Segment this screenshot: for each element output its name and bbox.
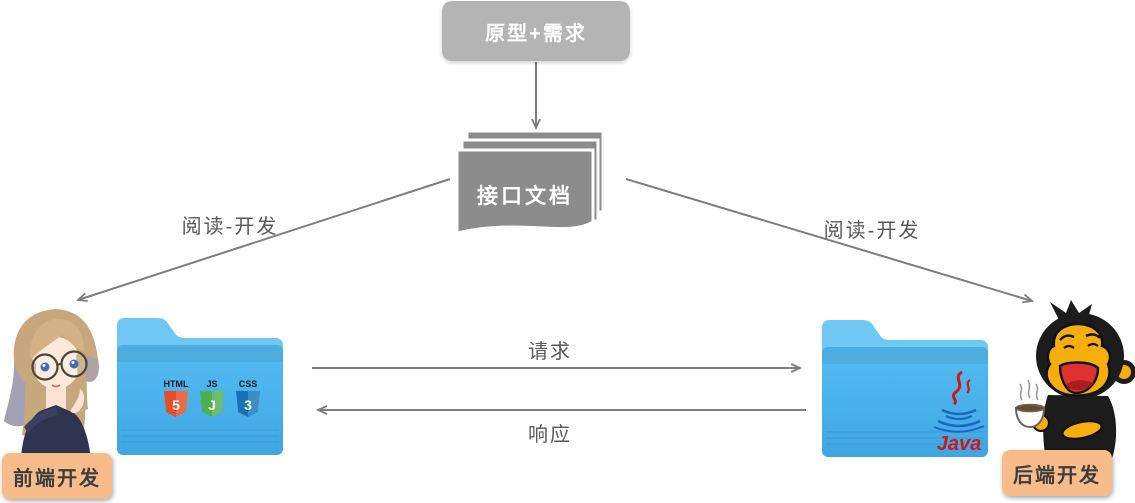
java-logo-icon: Java (933, 370, 985, 455)
coffee-cup-icon (1014, 379, 1046, 429)
svg-text:Java: Java (937, 433, 982, 455)
svg-text:5: 5 (172, 397, 180, 413)
arrow-doc-to-frontend (75, 178, 451, 302)
backend-developer-avatar (1014, 300, 1135, 458)
monkey-icon (1014, 300, 1135, 458)
svg-text:HTML: HTML (164, 379, 189, 389)
backend-folder: Java (822, 320, 988, 457)
node-prototype-requirements: 原型+需求 (442, 1, 630, 61)
js-badge-icon: JS J (200, 379, 224, 417)
frontend-role-label: 前端开发 (2, 453, 112, 499)
anime-girl-icon (4, 309, 99, 480)
arrow-doc-to-backend (625, 178, 1035, 304)
svg-text:3: 3 (244, 397, 252, 413)
backend-role-text: 后端开发 (1013, 464, 1101, 487)
svg-text:JS: JS (206, 379, 217, 389)
folder-icon (117, 318, 283, 455)
edge-label-request: 请求 (528, 341, 572, 363)
edge-label-read-dev-right: 阅读-开发 (823, 220, 921, 242)
frontend-folder: HTML 5 JS J CSS (117, 318, 283, 455)
node-prototype-label: 原型+需求 (485, 22, 587, 45)
css3-badge-icon: CSS 3 (236, 379, 260, 417)
edge-label-response: 响应 (528, 424, 572, 446)
frontend-developer-avatar (4, 309, 99, 480)
edge-label-read-dev-left: 阅读-开发 (181, 216, 279, 238)
folder-icon (822, 320, 988, 457)
document-stack-icon (455, 129, 605, 235)
node-api-doc-stack (455, 129, 605, 235)
svg-text:J: J (208, 397, 216, 413)
backend-role-label: 后端开发 (1002, 450, 1112, 496)
frontend-role-text: 前端开发 (13, 467, 101, 490)
node-api-doc-label: 接口文档 (477, 185, 573, 208)
html5-badge-icon: HTML 5 (164, 379, 189, 417)
svg-text:CSS: CSS (239, 379, 258, 389)
